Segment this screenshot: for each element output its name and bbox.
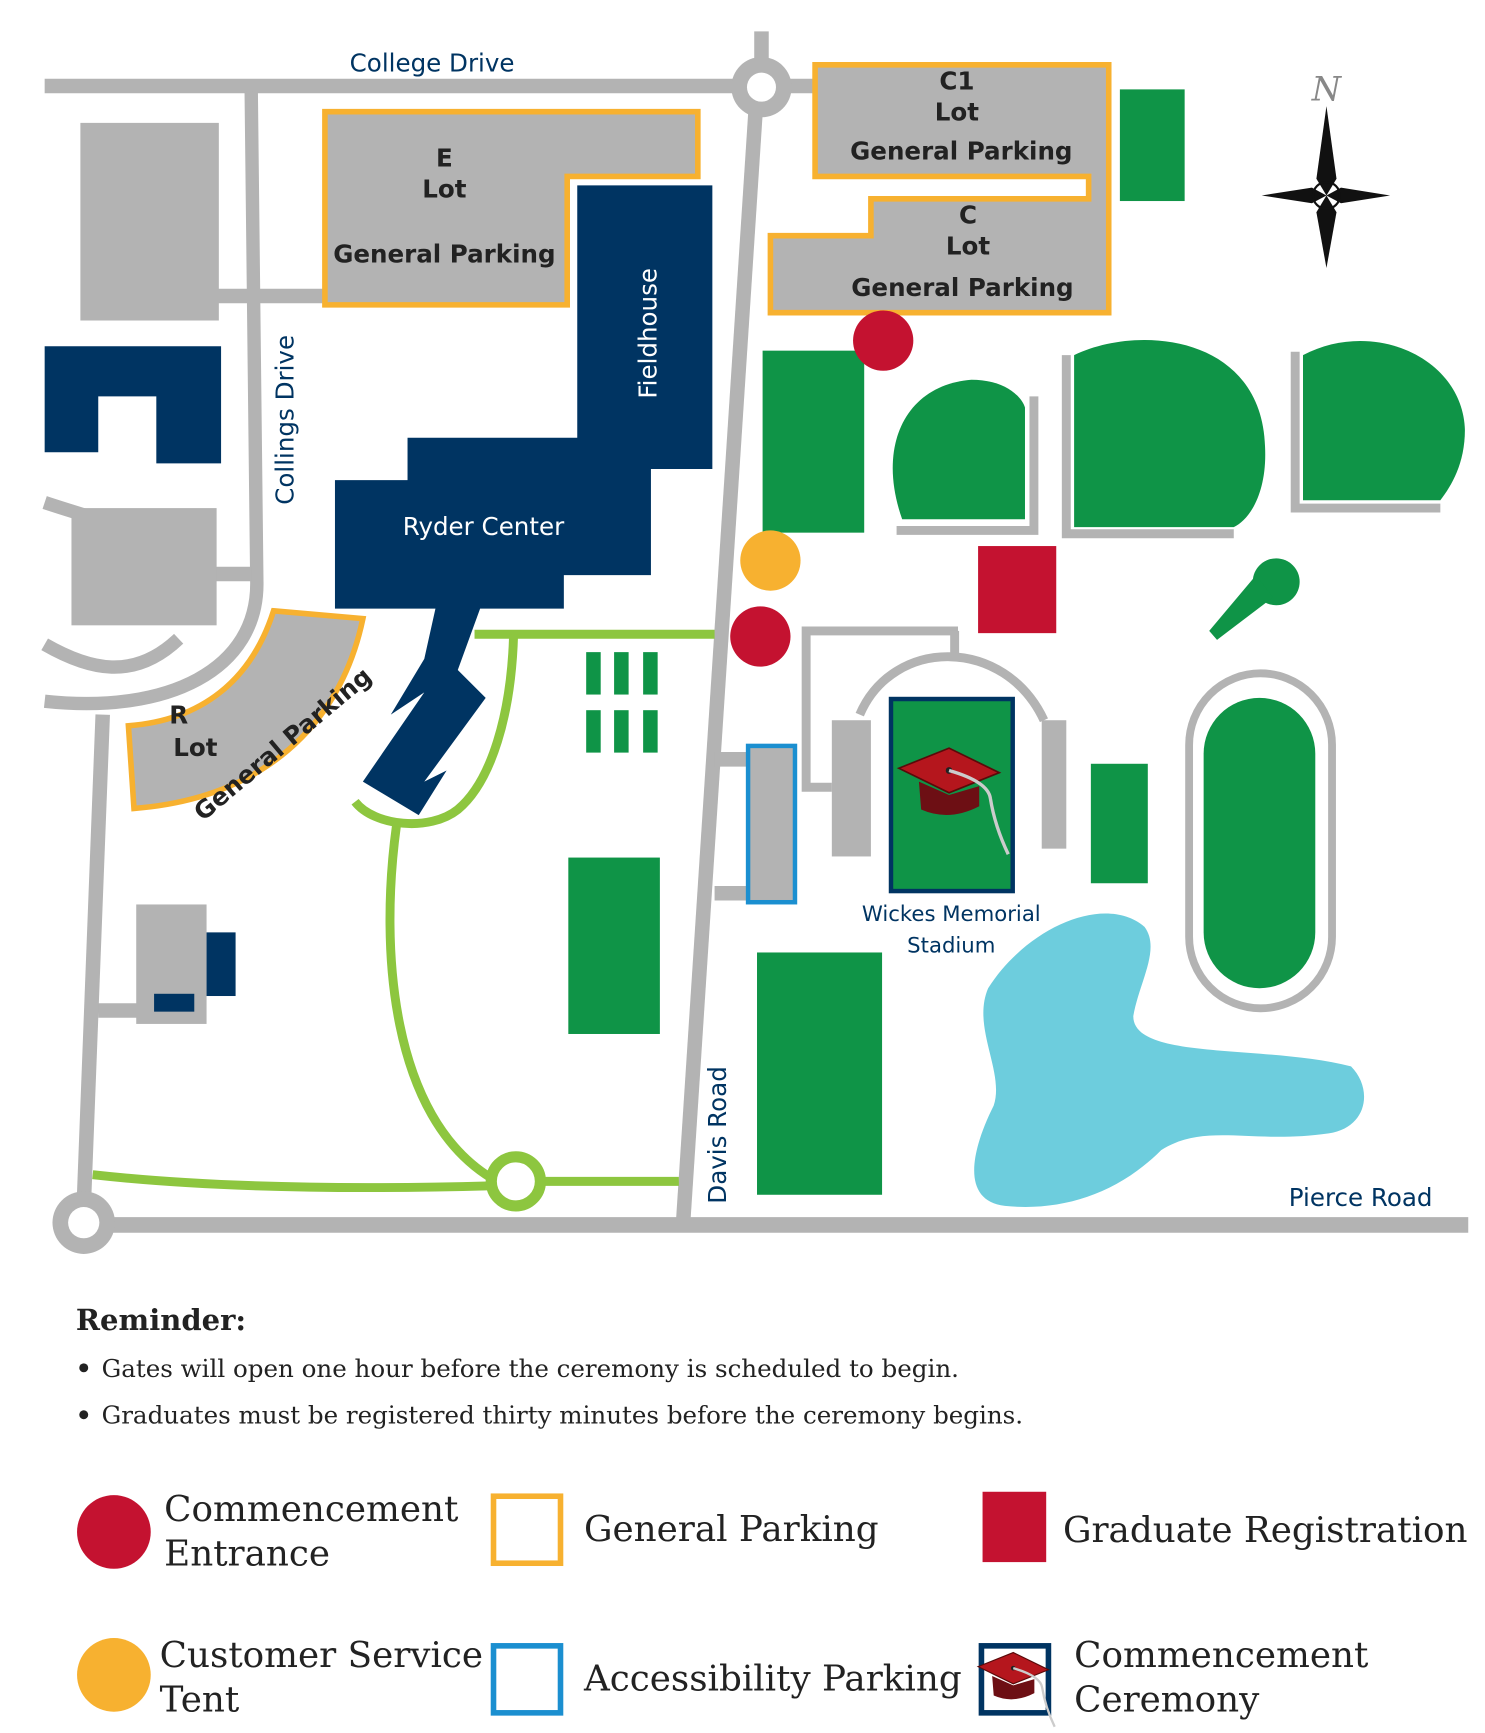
legend: Commencement Entrance General Parking Gr…: [77, 1489, 1468, 1728]
legend-parking-label: General Parking: [584, 1509, 879, 1550]
graduate-registration-marker[interactable]: [978, 546, 1057, 634]
customer-service-tent-marker[interactable]: [740, 530, 801, 591]
c-lot-type: General Parking: [851, 273, 1073, 302]
commencement-entrance-marker[interactable]: [730, 606, 791, 667]
legend-registration-label: Graduate Registration: [1063, 1510, 1468, 1551]
c1-lot-type: General Parking: [850, 137, 1072, 166]
general-parking-lots: [125, 62, 1112, 812]
c-lot-name: C: [959, 200, 977, 229]
e-lot-type: General Parking: [333, 239, 555, 268]
c-lot-word: Lot: [946, 232, 991, 261]
fieldhouse-label: Fieldhouse: [634, 268, 663, 399]
legend-entrance-label: Entrance: [164, 1533, 330, 1574]
college-drive-label: College Drive: [350, 49, 515, 78]
compass-icon: [1261, 106, 1391, 269]
e-lot-name: E: [436, 143, 453, 172]
legend-tent-label: Tent: [160, 1680, 240, 1721]
pierce-road-label: Pierce Road: [1289, 1183, 1433, 1212]
e-lot[interactable]: [322, 108, 701, 308]
walking-path: [92, 629, 715, 1193]
c-lots[interactable]: [767, 62, 1112, 316]
e-lot-word: Lot: [422, 175, 467, 204]
davis-road-label: Davis Road: [703, 1066, 732, 1203]
accessibility-parking-lot[interactable]: [745, 743, 798, 905]
entrance-legend-icon: [77, 1495, 151, 1569]
legend-entrance-label: Commencement: [164, 1489, 459, 1530]
legend-ceremony-label: Commencement: [1074, 1635, 1369, 1676]
tent-legend-icon: [77, 1638, 151, 1712]
accessibility-legend-icon: [490, 1643, 564, 1716]
c1-lot-word: Lot: [935, 98, 980, 127]
legend-accessibility-label: Accessibility Parking: [583, 1659, 962, 1700]
collings-drive-label: Collings Drive: [271, 335, 300, 505]
r-lot-word: Lot: [173, 733, 218, 762]
building-gray: [80, 122, 219, 321]
r-lot-name: R: [169, 701, 188, 730]
stadium-label-line1: Wickes Memorial: [862, 902, 1041, 927]
pond: [974, 913, 1365, 1207]
legend-tent-label: Customer Service: [160, 1635, 483, 1676]
buildings: [44, 185, 713, 816]
reminder-item: Graduates must be registered thirty minu…: [102, 1401, 1024, 1430]
r-lot[interactable]: [125, 607, 367, 812]
compass-north-label: N: [1311, 70, 1343, 109]
reminder-title: Reminder:: [76, 1303, 246, 1337]
ryder-center-label: Ryder Center: [403, 512, 565, 541]
c1-lot-name: C1: [939, 66, 974, 95]
registration-legend-icon: [982, 1491, 1047, 1563]
stadium-label-line2: Stadium: [907, 933, 995, 958]
commencement-entrance-marker[interactable]: [853, 310, 914, 371]
reminder-item: Gates will open one hour before the cere…: [102, 1354, 959, 1383]
legend-ceremony-label: Ceremony: [1074, 1680, 1260, 1721]
parking-legend-icon: [490, 1493, 564, 1567]
athletic-fields: [568, 89, 1465, 1195]
